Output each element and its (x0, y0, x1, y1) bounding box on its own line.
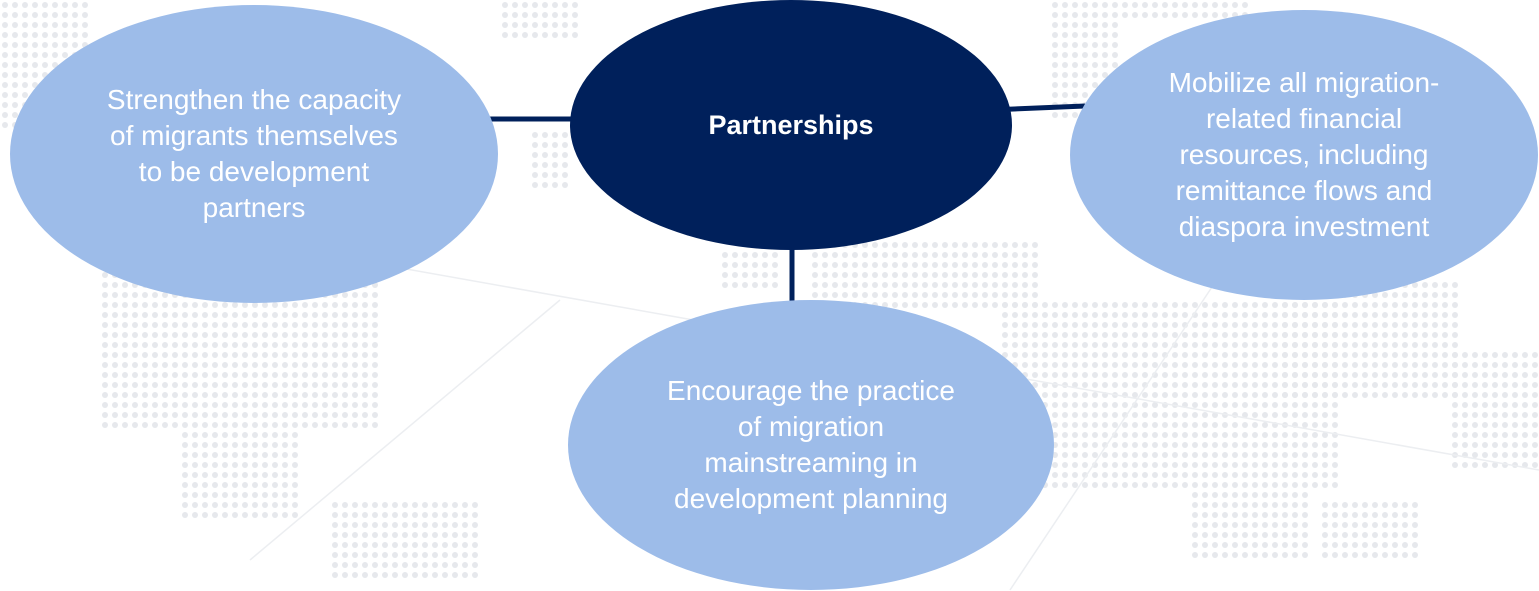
node-label: Mobilize all migration-related financial… (1168, 67, 1440, 242)
center-node-partnerships: Partnerships (570, 0, 1012, 250)
node-label: Strengthen the capacity of migrants them… (106, 84, 402, 223)
center-label: Partnerships (708, 110, 874, 140)
node-financial-resources: Mobilize all migration-related financial… (1070, 10, 1538, 300)
node-label: Encourage the practice of migration main… (667, 375, 955, 514)
node-migration-mainstreaming: Encourage the practice of migration main… (568, 300, 1054, 590)
node-capacity-of-migrants: Strengthen the capacity of migrants them… (10, 5, 498, 303)
